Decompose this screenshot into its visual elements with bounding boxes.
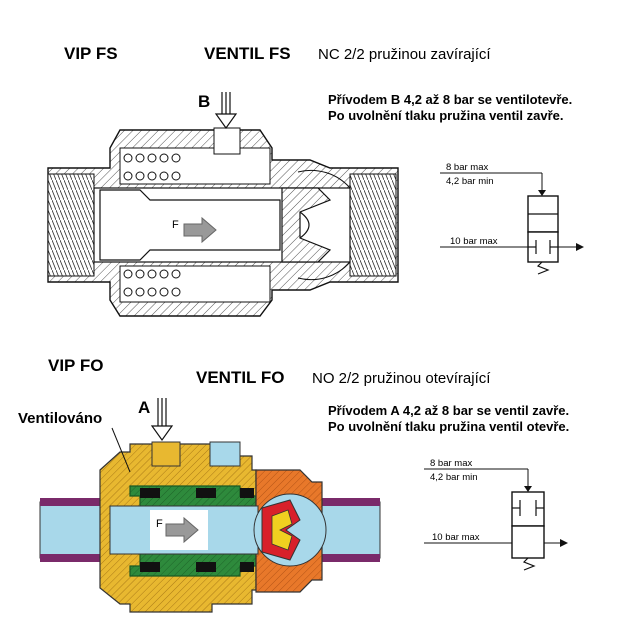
fs-port-label: B (198, 92, 211, 111)
fs-valve-symbol: 8 bar max 4,2 bar min 10 bar max (440, 162, 584, 275)
fs-desc-line2: Po uvolnění tlaku pružina ventil zavře. (328, 108, 564, 123)
fs-desc-line1: Přívodem B 4,2 až 8 bar se ventilotevře. (328, 92, 573, 107)
fo-desc-line2: Po uvolnění tlaku pružina ventil otevře. (328, 419, 570, 434)
fo-flow-arrow: F (156, 516, 199, 544)
fo-side-pointer (111, 427, 131, 473)
fs-flow-label: F (172, 219, 179, 231)
fo-symbol-pmin: 4,2 bar min (430, 472, 478, 483)
fo-symbol-pmax: 8 bar max (430, 458, 472, 469)
fo-type-label: NO 2/2 pružinou otevírající (312, 370, 491, 387)
fo-flow-label: F (156, 518, 163, 530)
fo-valve-drawing (39, 441, 381, 613)
fs-title: VIP FS (64, 44, 118, 63)
fs-valve-drawing (47, 127, 399, 317)
fo-valve-symbol: 8 bar max 4,2 bar min 10 bar max (424, 458, 568, 571)
fo-port-arrow (150, 398, 174, 442)
fs-symbol-pmax: 8 bar max (446, 162, 488, 173)
fo-symbol-lmax: 10 bar max (432, 532, 480, 543)
fs-ventil-title: VENTIL FS (204, 44, 291, 63)
fs-port-arrow (214, 92, 238, 130)
fs-flow-arrow: F (172, 216, 217, 244)
fo-ventil-title: VENTIL FO (196, 368, 285, 387)
fs-type-label: NC 2/2 pružinou zavírající (318, 46, 491, 63)
fo-title: VIP FO (48, 356, 104, 375)
fs-symbol-pmin: 4,2 bar min (446, 176, 494, 187)
fs-symbol-lmax: 10 bar max (450, 236, 498, 247)
fo-port-label: A (138, 398, 151, 417)
fo-desc-line1: Přívodem A 4,2 až 8 bar se ventil zavře. (328, 403, 570, 418)
fo-side-label: Ventilováno (18, 410, 103, 427)
